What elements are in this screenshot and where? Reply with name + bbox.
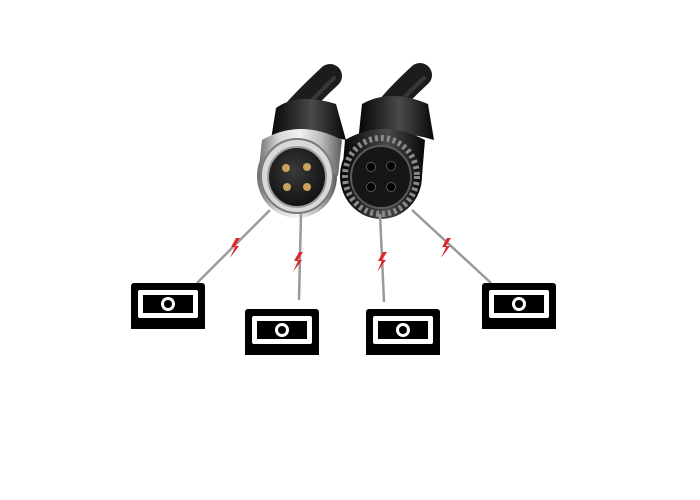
monitor-icon-4: [482, 283, 556, 329]
socket: [386, 182, 396, 192]
male-4-pin-connector: [257, 98, 346, 218]
socket: [386, 161, 396, 171]
lightning-icons: [230, 238, 451, 272]
pin: [282, 164, 290, 172]
socket: [366, 162, 376, 172]
socket: [366, 182, 376, 192]
monitor-icon-2: [245, 309, 319, 355]
pin: [283, 183, 291, 191]
connection-lines: [196, 209, 492, 303]
pin: [303, 183, 311, 191]
monitor-icon-1: [131, 283, 205, 329]
lightning-icon: [230, 238, 240, 258]
lightning-icon: [293, 252, 303, 272]
lightning-icon: [377, 252, 387, 272]
pin: [303, 163, 311, 171]
female-4-pin-connector: [340, 96, 434, 219]
monitor-icon-3: [366, 309, 440, 355]
lightning-icon: [441, 238, 451, 258]
